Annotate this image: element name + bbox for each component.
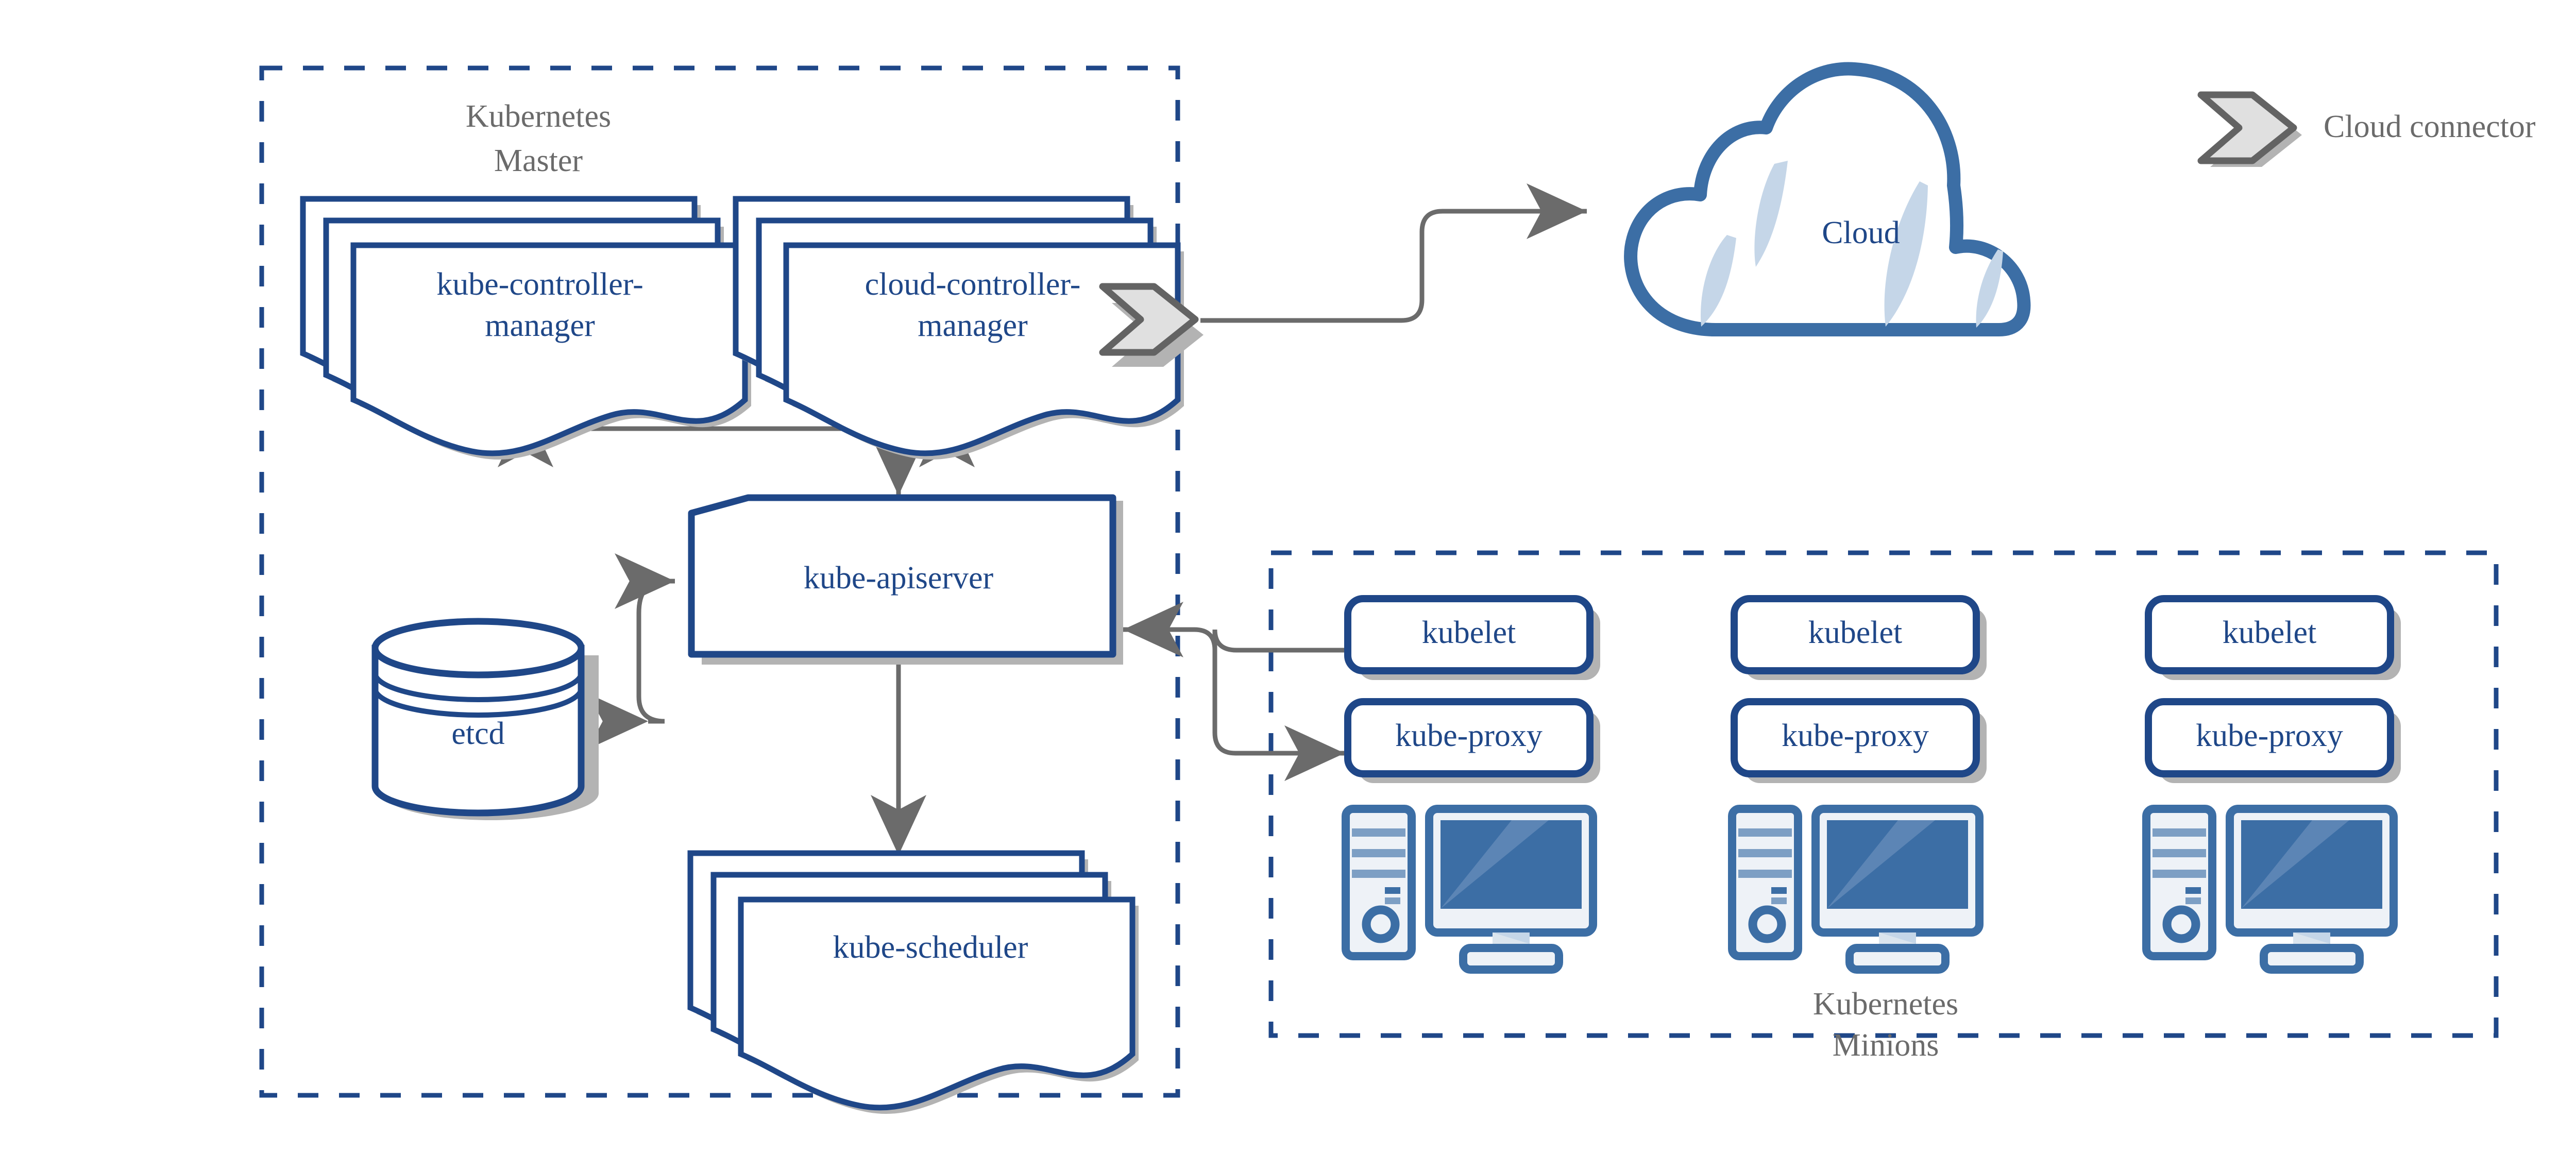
cloud-connector-on-ccm	[1099, 283, 1204, 367]
kube-controller-manager-label-line2: manager	[485, 308, 595, 343]
cloud-shape: Cloud	[1624, 62, 2031, 336]
master-group-label-line1: Kubernetes	[466, 99, 611, 134]
connector-ccm-to-cloud	[1200, 183, 1587, 323]
desktop-computer-icon-1	[1342, 805, 1597, 974]
kubelet-label-1: kubelet	[1422, 615, 1516, 650]
kube-proxy-box-1[interactable]	[1344, 698, 1594, 777]
cloud-connector-legend-label: Cloud connector	[2324, 109, 2536, 144]
etcd-cylinder-body	[371, 645, 585, 817]
etcd-disk-top	[371, 618, 585, 679]
connector-kubelet-to-apiserver	[1123, 602, 1345, 657]
minion-node-3[interactable]: kubelet kube-proxy	[2142, 595, 2401, 974]
etcd-node[interactable]: etcd	[371, 618, 599, 820]
kube-proxy-label-2: kube-proxy	[1782, 718, 1929, 753]
kube-proxy-label-1: kube-proxy	[1395, 718, 1543, 753]
kubernetes-minions-boundary	[1268, 550, 2499, 1038]
kube-controller-manager-node[interactable]: kube-controller- manager	[303, 199, 751, 460]
etcd-disk-line-1	[372, 672, 584, 702]
etcd-label: etcd	[451, 716, 504, 751]
kube-controller-manager-label-line1: kube-controller-	[436, 267, 643, 302]
kubernetes-master-boundary	[259, 65, 1180, 1098]
desktop-computer-icon-2	[1728, 805, 1984, 974]
cloud-controller-manager-label-line2: manager	[918, 308, 1028, 343]
master-group-label-line2: Master	[494, 143, 583, 178]
kube-proxy-box-2[interactable]	[1731, 698, 1980, 777]
minion-node-2[interactable]: kubelet kube-proxy	[1728, 595, 1987, 974]
kubelet-label-3: kubelet	[2223, 615, 2317, 650]
kube-apiserver-label: kube-apiserver	[804, 561, 994, 596]
connector-etcd-apiserver	[588, 553, 675, 749]
minions-group-label-line1: Kubernetes	[1813, 987, 1958, 1022]
kube-proxy-box-3[interactable]	[2145, 698, 2394, 777]
kube-scheduler-label: kube-scheduler	[833, 930, 1028, 965]
cloud-controller-manager-label-line1: cloud-controller-	[865, 267, 1081, 302]
cloud-controller-manager-node[interactable]: cloud-controller- manager	[736, 199, 1184, 460]
chevron-connector-icon	[2197, 91, 2297, 164]
cloud-label: Cloud	[1822, 215, 1900, 250]
kubelet-box-3[interactable]	[2145, 595, 2394, 674]
legend-cloud-connector: Cloud connector	[2197, 91, 2536, 167]
minions-group-label-line2: Minions	[1833, 1028, 1939, 1063]
kube-scheduler-node[interactable]: kube-scheduler	[690, 853, 1139, 1114]
kube-apiserver-node[interactable]: kube-apiserver	[688, 494, 1123, 665]
kubelet-label-2: kubelet	[1808, 615, 1903, 650]
desktop-computer-icon-3	[2142, 805, 2398, 974]
connector-apiserver-to-kubeproxy	[1212, 630, 1345, 781]
etcd-disk-line-2	[372, 688, 584, 718]
kube-proxy-label-3: kube-proxy	[2196, 718, 2343, 753]
kubelet-box-2[interactable]	[1731, 595, 1980, 674]
kube-apiserver-shape	[688, 494, 1116, 658]
kubelet-box-1[interactable]	[1344, 595, 1594, 674]
minion-node-1[interactable]: kubelet kube-proxy	[1342, 595, 1600, 974]
